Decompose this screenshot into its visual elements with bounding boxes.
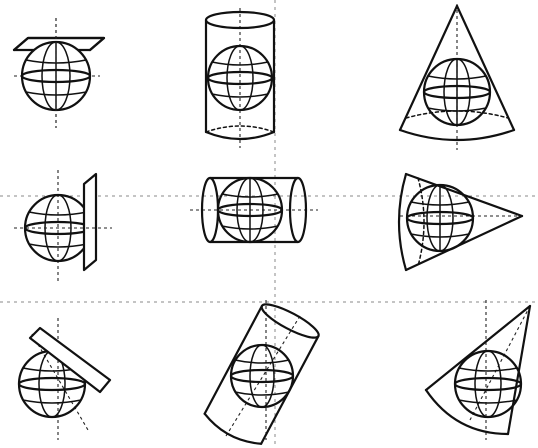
panel-plane-transverse	[14, 170, 112, 284]
panel-cylinder-normal	[206, 8, 274, 148]
panel-plane-normal	[14, 18, 104, 128]
globe	[231, 345, 293, 407]
globe	[22, 42, 90, 110]
globe	[455, 351, 521, 417]
globe	[407, 185, 473, 251]
panel-cone-normal	[400, 4, 514, 150]
globe	[424, 59, 490, 125]
panel-cylinder-oblique	[201, 299, 322, 448]
panel-cone-transverse	[399, 174, 524, 270]
panel-plane-oblique	[19, 318, 110, 440]
panel-cylinder-transverse	[190, 178, 318, 242]
panel-cone-oblique	[426, 300, 530, 440]
